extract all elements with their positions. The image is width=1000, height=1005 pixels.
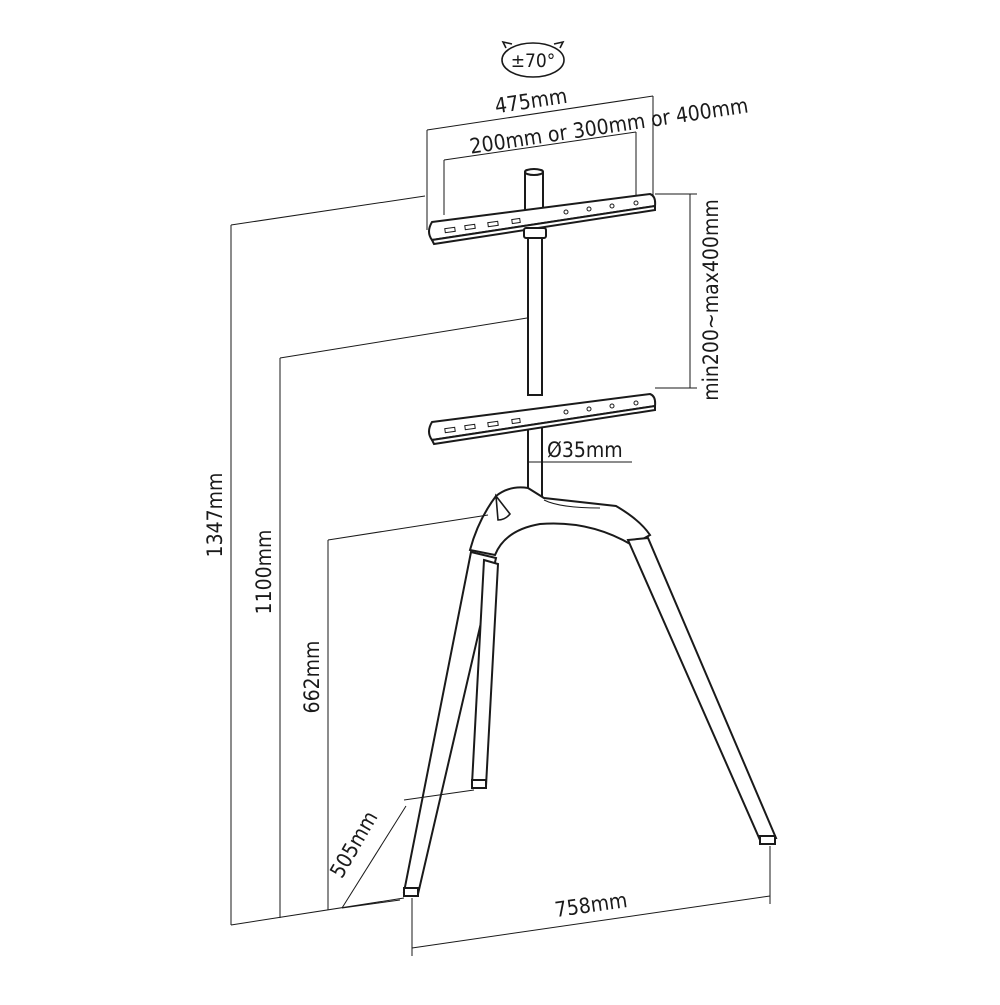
dim-vesa-pattern: 200mm or 300mm or 400mm — [443, 93, 750, 215]
mid-height-label: 1100mm — [252, 530, 276, 615]
overall-width-label: 475mm — [493, 84, 569, 119]
leg-height-label: 662mm — [300, 641, 324, 714]
base-width-label: 758mm — [553, 888, 629, 922]
bracket-spacing-label: min200~max400mm — [699, 199, 723, 401]
dim-bracket-spacing: min200~max400mm — [655, 193, 723, 401]
dim-rear-leg-offset: 505mm — [325, 789, 475, 909]
rotation-label: ±70° — [511, 50, 556, 72]
lower-bracket-slots — [444, 400, 639, 434]
dim-mid-height: 1100mm — [252, 317, 528, 918]
rotation-arrow-left-icon — [501, 40, 513, 49]
upper-vesa-bracket — [428, 192, 657, 246]
rear-leg-offset-label: 505mm — [325, 807, 382, 882]
dim-base-width: 758mm — [411, 846, 771, 956]
tripod-legs — [402, 536, 778, 897]
lower-vesa-bracket — [428, 392, 657, 446]
rotation-indicator: ±70° — [501, 40, 565, 78]
tripod-hub — [468, 486, 652, 557]
upper-bracket-slots — [444, 200, 639, 234]
dim-pole-diameter: Ø35mm — [528, 438, 632, 463]
dim-total-height: 1347mm — [203, 195, 426, 926]
rotation-arrow-right-icon — [553, 40, 565, 49]
pole-diameter-label: Ø35mm — [547, 438, 623, 462]
total-height-label: 1347mm — [203, 473, 227, 558]
front-right-leg — [626, 536, 778, 842]
rotation-ellipse — [501, 42, 565, 78]
dim-leg-height: 662mm — [300, 514, 489, 910]
